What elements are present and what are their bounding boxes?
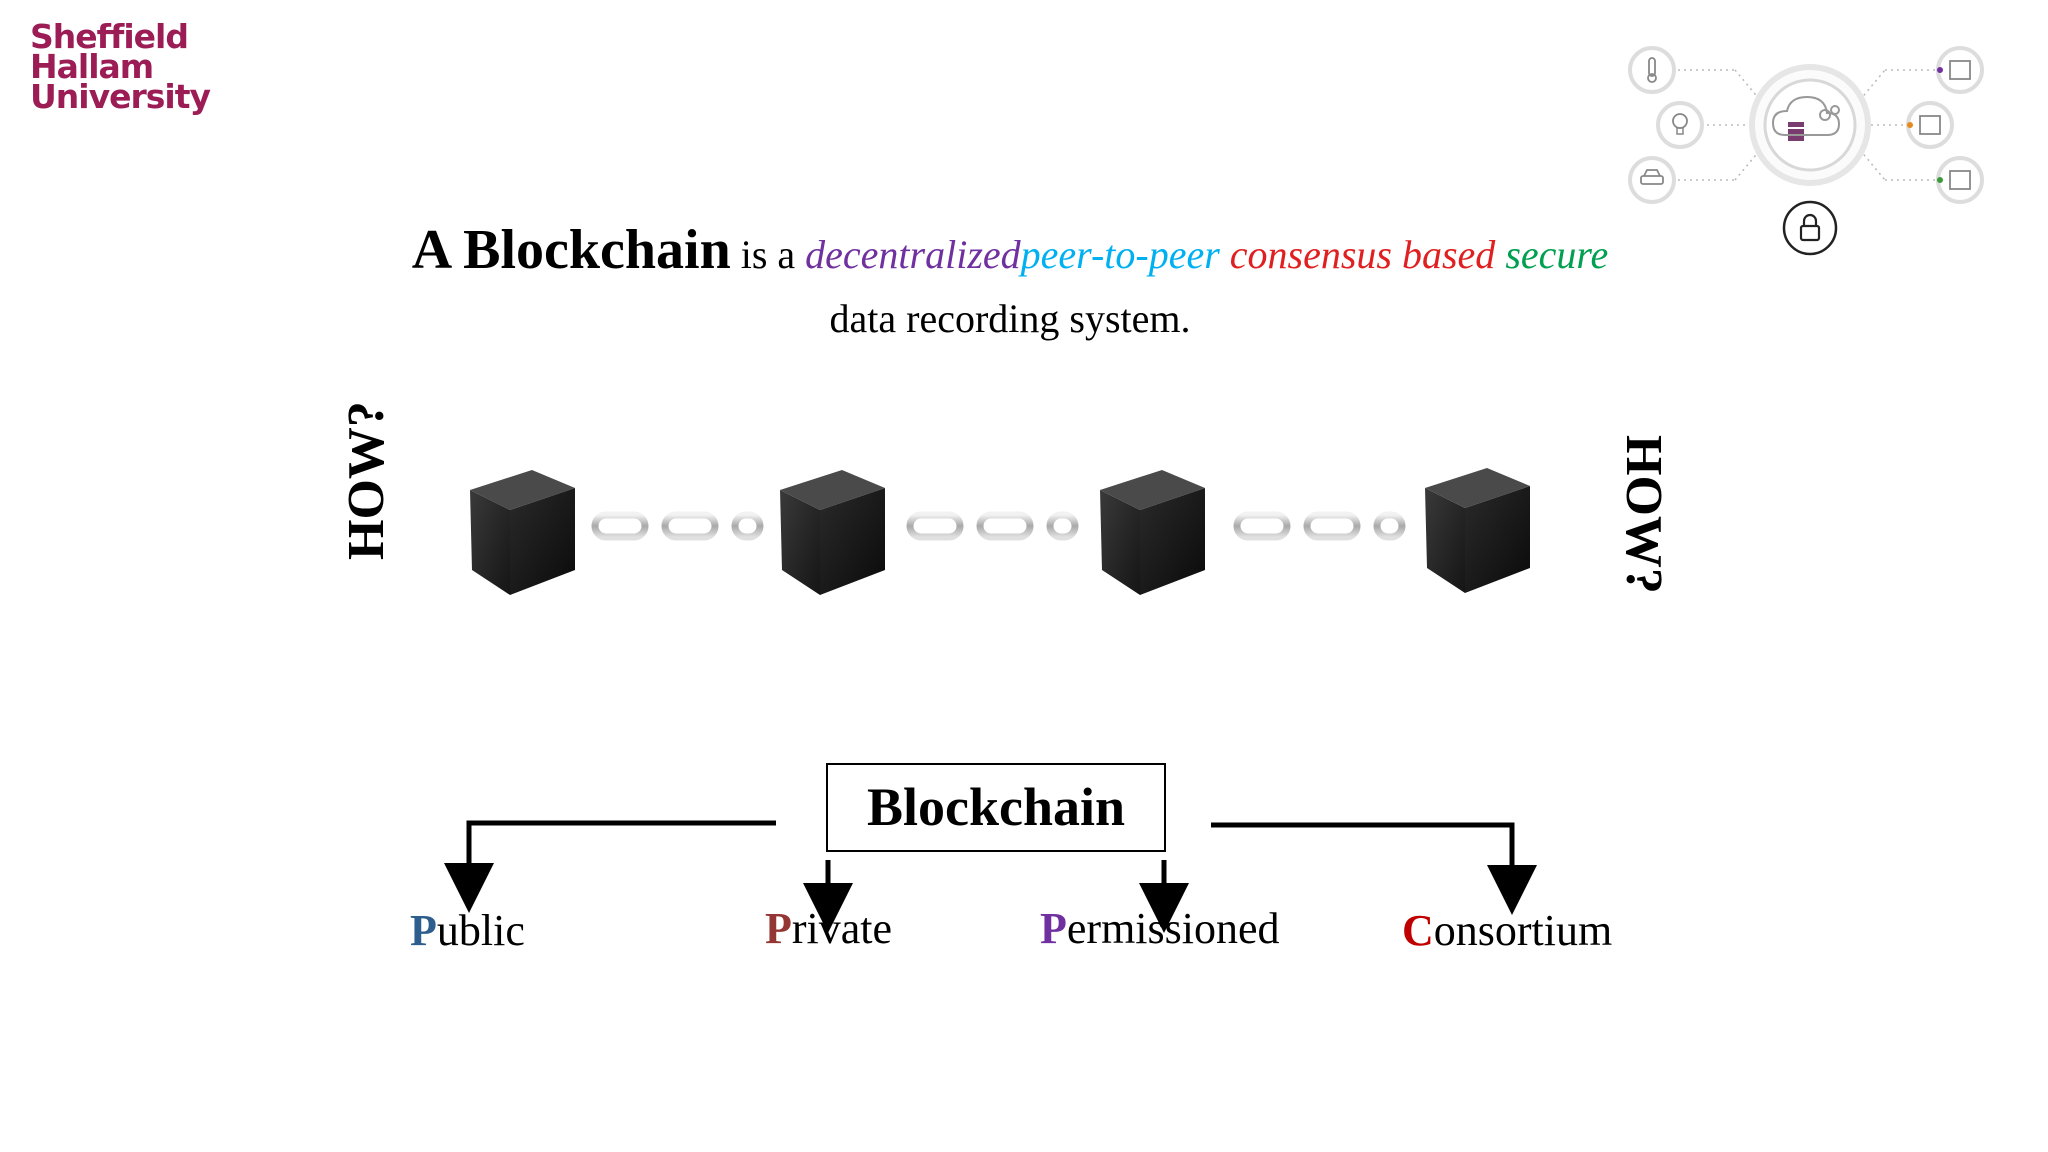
type-consortium-initial: C — [1402, 906, 1434, 955]
logo-line-3: University — [30, 77, 211, 116]
block-2 — [780, 470, 885, 595]
blockchain-illustration — [470, 468, 1530, 595]
definition-line-2: data recording system. — [829, 296, 1191, 341]
how-label-right: HOW? — [1615, 435, 1672, 594]
type-public: Public — [410, 906, 525, 956]
device-icon — [1936, 46, 1984, 94]
chain-link-2 — [910, 515, 1075, 537]
block-1 — [470, 470, 575, 595]
car-icon — [1628, 156, 1676, 204]
type-public-initial: P — [410, 906, 437, 955]
type-public-rest: ublic — [436, 906, 525, 955]
cloud-server-icon — [1771, 95, 1841, 141]
type-private-initial: P — [765, 904, 792, 953]
type-private: Private — [765, 904, 892, 954]
term-decentralized: decentralized — [805, 232, 1021, 277]
block-3 — [1100, 470, 1205, 595]
how-label-left: HOW? — [338, 401, 395, 560]
type-consortium: Consortium — [1402, 906, 1612, 956]
block-4 — [1425, 468, 1530, 593]
definition-line-1: A Blockchain is a decentralizedpeer-to-p… — [250, 222, 1770, 283]
chain-link-3 — [1237, 515, 1402, 537]
type-permissioned-rest: ermissioned — [1066, 904, 1280, 953]
definition-subject: A Blockchain — [411, 219, 731, 281]
term-consensus-based: consensus based — [1229, 232, 1496, 277]
type-permissioned-initial: P — [1040, 904, 1067, 953]
term-secure: secure — [1505, 232, 1609, 277]
device-icon — [1906, 101, 1954, 149]
term-peer-to-peer: peer-to-peer — [1020, 232, 1220, 277]
thermometer-icon — [1628, 46, 1676, 94]
logo-line-2: Hallam — [30, 47, 154, 86]
blockchain-root-box: Blockchain — [826, 763, 1166, 852]
device-icon — [1936, 156, 1984, 204]
lightbulb-icon — [1656, 101, 1704, 149]
logo-line-1: Sheffield — [30, 17, 189, 56]
chain-link-1 — [595, 515, 760, 537]
type-consortium-rest: onsortium — [1433, 906, 1613, 955]
iot-network-graphic — [1628, 46, 1984, 256]
university-logo: Sheffield Hallam University — [30, 17, 220, 116]
type-permissioned: Permissioned — [1040, 904, 1280, 954]
definition-connector: is a — [740, 232, 796, 277]
lock-icon — [1782, 200, 1838, 256]
type-private-rest: rivate — [791, 904, 893, 953]
